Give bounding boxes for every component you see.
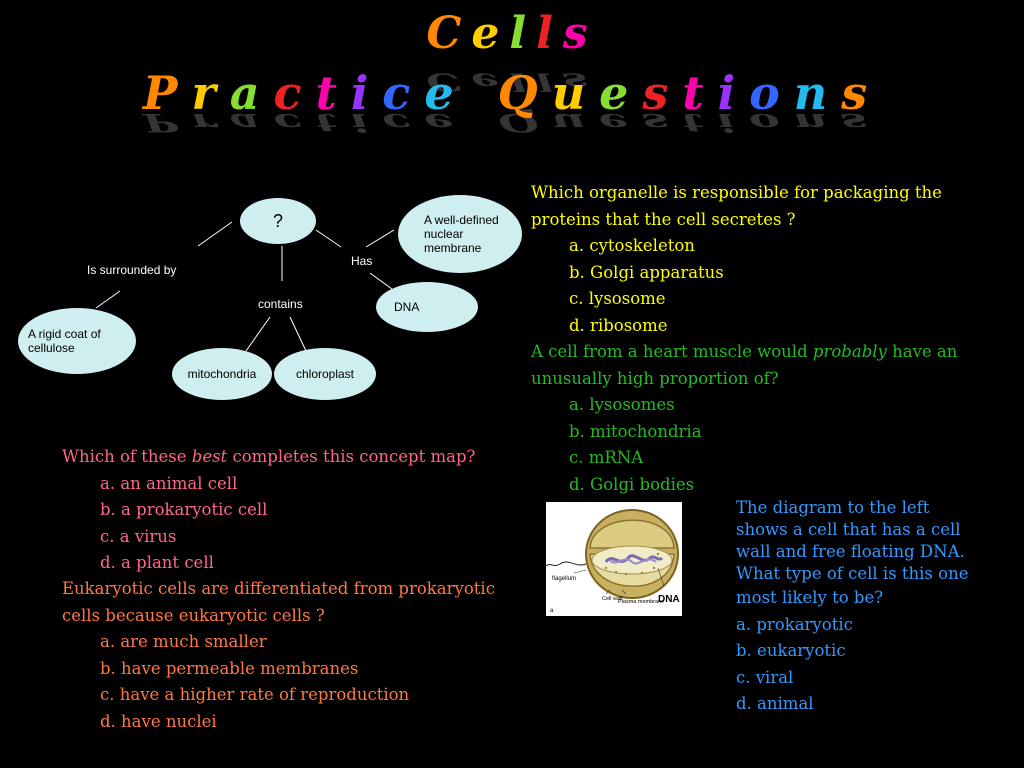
question-diagram-stem-4: What type of cell is this one [736,564,969,583]
prokaryotic-cell-figure: flagellum Cell wall Plasma membrane DNA … [545,502,682,616]
title-letter: e [599,66,643,120]
question-eukaryotic-option-d: d. have nuclei [100,711,217,731]
concept-surrounded-label: Is surrounded by [87,263,177,277]
question-eukaryotic: Eukaryotic cells are differentiated from… [62,576,495,735]
title-line1: Cells [0,8,1024,59]
question-diagram-option-d: d. animal [736,694,814,713]
title-letter: c [382,66,425,120]
concept-nuclear-membrane-node: A well-defined nuclear membrane [398,195,522,273]
question-heart-stem-post: have an [886,342,958,361]
question-golgi-stem-1: Which organelle is responsible for packa… [531,183,942,202]
question-heart-option-d: d. Golgi bodies [569,474,695,494]
question-heart: A cell from a heart muscle would probabl… [531,339,957,498]
title-letter: s [562,8,598,59]
concept-rigid-coat-node: A rigid coat of cellulose [18,308,136,374]
title-letter: l [509,8,537,59]
question-diagram-stem-5: most likely to be? [736,588,884,607]
figure-cell-wall-label: Cell wall [602,596,622,602]
title-letter: u [551,66,600,120]
question-golgi: Which organelle is responsible for packa… [531,180,942,339]
question-concept-map-stem-post: completes this concept map? [227,447,476,466]
title-letter: s [642,66,683,120]
concept-dna-label: DNA [394,300,420,314]
concept-chloroplast-label: chloroplast [295,367,355,381]
concept-chloroplast-node: chloroplast [274,348,376,400]
question-eukaryotic-option-b: b. have permeable membranes [100,658,359,678]
question-diagram-option-a: a. prokaryotic [736,614,853,634]
question-golgi-option-b: b. Golgi apparatus [569,262,724,282]
question-eukaryotic-option-c: c. have a higher rate of reproduction [100,685,410,704]
question-concept-map-stem-emphasis: best [191,447,228,466]
question-diagram-stem-2: shows a cell that has a cell [736,520,961,539]
title-letter: l [536,8,563,59]
concept-mitochondria-label: mitochondria [187,367,257,381]
question-heart-option-c: c. mRNA [569,448,644,467]
question-concept-map-option-b: b. a prokaryotic cell [100,500,268,519]
question-heart-option-a: a. lysosomes [569,395,675,414]
concept-center-label: ? [272,210,283,231]
question-heart-stem-pre: A cell from a heart muscle would [531,342,813,361]
concept-center-node: ? [240,198,316,244]
concept-rigid-coat-label: A rigid coat of cellulose [28,327,101,355]
question-heart-option-b: b. mitochondria [569,421,702,441]
figure-a-label: a [550,608,554,614]
title-line2: Practice Questions [0,66,1024,120]
concept-nuclear-membrane-label: A well-defined nuclear membrane [424,213,499,255]
figure-plasma-membrane-label: Plasma membrane [618,599,664,605]
question-golgi-option-a: a. cytoskeleton [569,236,695,255]
title-letter: C [426,8,472,59]
question-eukaryotic-stem-2: cells because eukaryotic cells ? [62,605,325,625]
question-diagram-stem-1: The diagram to the left [736,498,930,517]
concept-mitochondria-node: mitochondria [172,348,272,400]
question-concept-map-option-c: c. a virus [100,526,177,546]
title-letter: r [191,66,230,120]
title-letter: i [350,66,383,120]
question-heart-stem-2: unusually high proportion of? [531,368,779,388]
concept-dna-node: DNA [376,282,478,332]
question-golgi-stem-2: proteins that the cell secretes ? [531,209,796,229]
title-letter: c [273,66,316,120]
question-concept-map-stem: Which of these best completes this conce… [62,444,475,471]
question-concept-map-option-d: d. a plant cell [100,553,214,572]
question-concept-map: Which of these best completes this conce… [62,444,475,577]
question-heart-stem-1: A cell from a heart muscle would probabl… [531,339,957,366]
question-eukaryotic-option-a: a. are much smaller [100,632,267,651]
question-heart-stem-emphasis: probably [812,342,887,361]
figure-flagellum-label: flagellum [552,576,576,582]
title-letter: i [717,66,750,120]
title-letter: e [471,8,510,59]
title-letter: t [315,66,351,120]
title-letter: e [424,66,468,120]
concept-contains-label: contains [258,297,303,311]
question-diagram-option-b: b. eukaryotic [736,641,846,660]
question-diagram: The diagram to the left shows a cell tha… [736,497,968,718]
question-concept-map-option-a: a. an animal cell [100,473,238,493]
question-golgi-option-c: c. lysosome [569,289,666,308]
question-diagram-stem-3: wall and free floating DNA. [736,542,965,561]
concept-has-label: Has [351,254,373,268]
question-diagram-option-c: c. viral [736,667,794,687]
title-letter: t [682,66,718,120]
question-concept-map-stem-pre: Which of these [62,447,192,466]
title-letter: P [142,66,192,120]
question-eukaryotic-stem-1: Eukaryotic cells are differentiated from… [62,579,495,598]
title-letter: a [229,66,274,120]
prokaryotic-cell-drawing: flagellum Cell wall Plasma membrane DNA … [545,509,680,614]
title-letter: o [749,66,794,120]
question-golgi-option-d: d. ribosome [569,315,668,335]
figure-dna-label: DNA [658,594,680,605]
title-letter: s [841,66,882,120]
title-letter: n [793,66,842,120]
title-letter: Q [497,66,552,120]
